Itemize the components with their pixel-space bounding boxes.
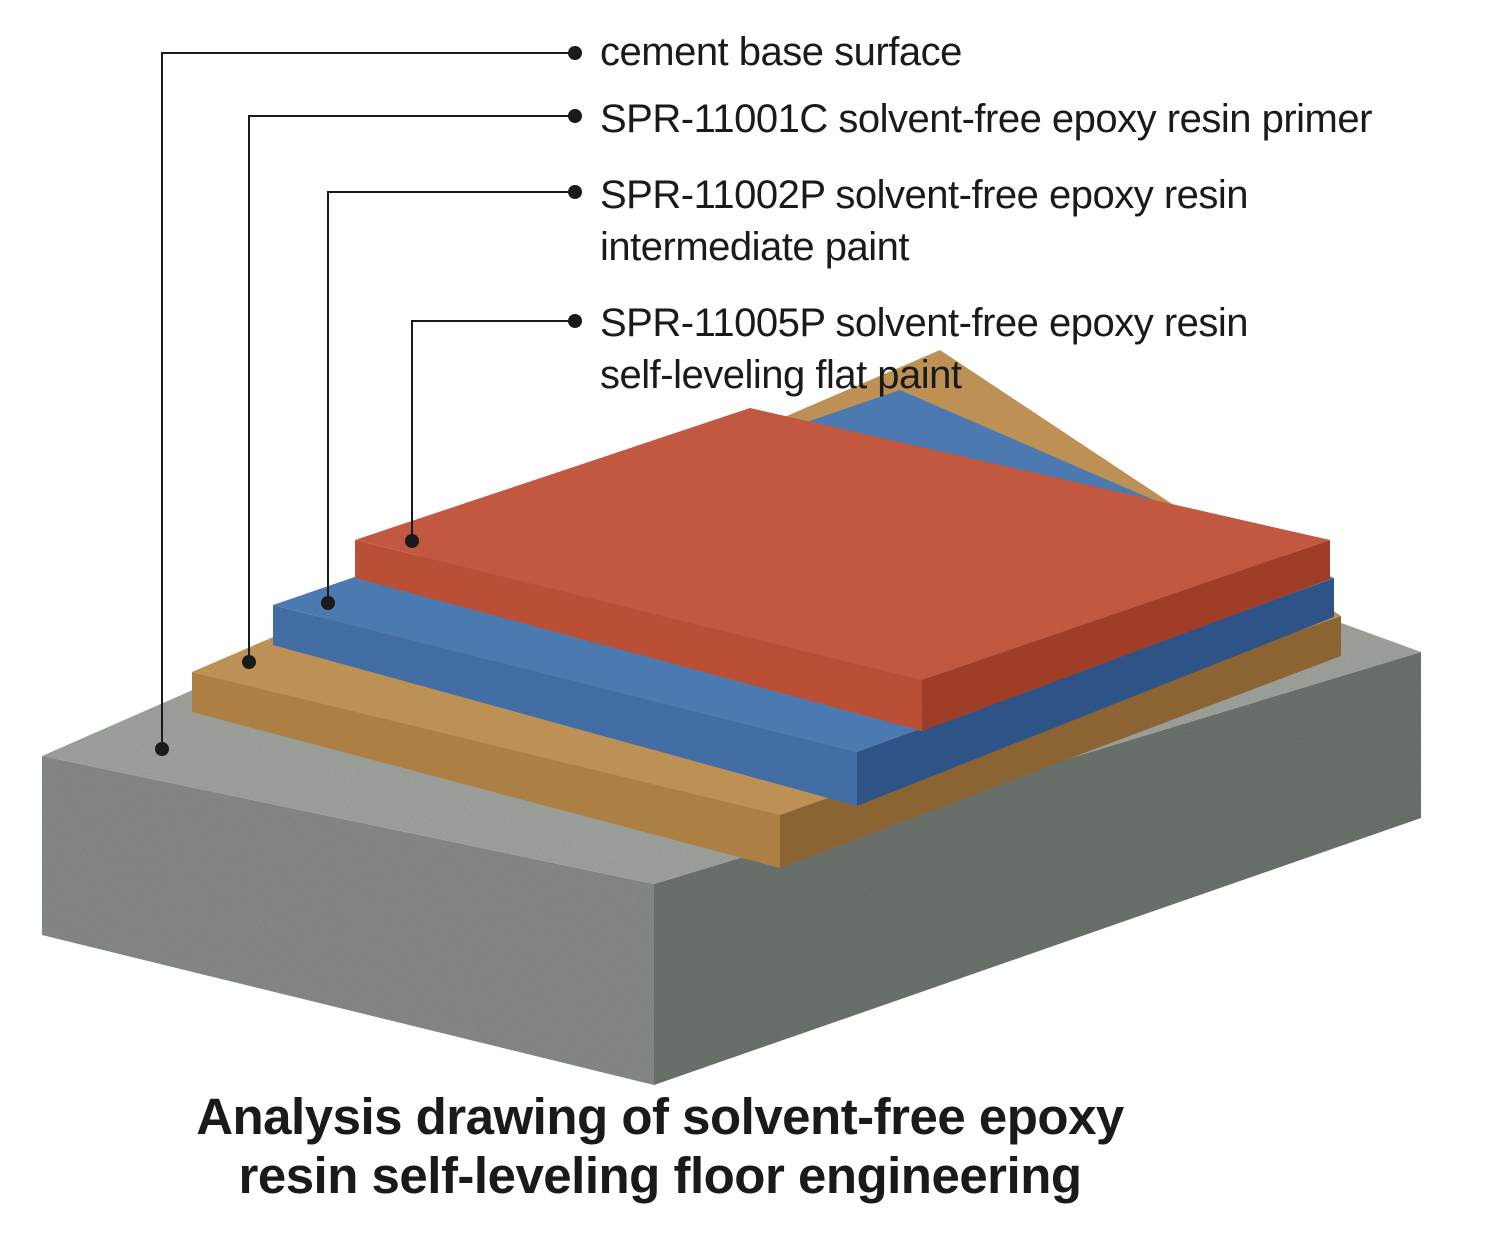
label-intermediate-line2: intermediate paint	[600, 225, 909, 269]
cement-right-face	[654, 652, 1421, 1085]
leader-line-cement	[161, 52, 575, 749]
dot-primer-start	[242, 655, 256, 669]
dot-intermediate-start	[321, 596, 335, 610]
self-leveling-layer	[355, 408, 1330, 731]
primer-right-face	[780, 616, 1341, 868]
leader-line-self-leveling	[411, 320, 575, 541]
dot-intermediate-end	[568, 185, 582, 199]
dot-cement-start	[155, 742, 169, 756]
primer-front-face	[192, 672, 780, 868]
leader-dots	[155, 46, 582, 756]
self-leveling-top-face	[355, 408, 1330, 680]
label-cement-base: cement base surface	[600, 26, 962, 78]
caption-line1: Analysis drawing of solvent-free epoxy	[196, 1088, 1124, 1145]
caption-line2: resin self-leveling floor engineering	[238, 1147, 1082, 1204]
label-cement-base-line1: cement base surface	[600, 30, 962, 74]
self-leveling-front-face	[355, 540, 922, 731]
intermediate-right-face	[857, 578, 1334, 806]
diagram-caption: Analysis drawing of solvent-free epoxy r…	[0, 1087, 1320, 1205]
dot-primer-end	[568, 109, 582, 123]
label-intermediate: SPR-11002P solvent-free epoxy resin inte…	[600, 169, 1249, 273]
self-leveling-right-face	[922, 540, 1330, 731]
dot-self-leveling-end	[568, 314, 582, 328]
cement-front-face	[42, 756, 654, 1085]
label-primer-line1: SPR-11001C solvent-free epoxy resin prim…	[600, 97, 1372, 141]
dot-self-leveling-start	[405, 534, 419, 548]
intermediate-front-face	[273, 605, 857, 806]
leader-line-primer	[248, 115, 575, 662]
label-self-leveling-line1: SPR-11005P solvent-free epoxy resin	[600, 301, 1249, 345]
label-self-leveling: SPR-11005P solvent-free epoxy resin self…	[600, 297, 1249, 401]
label-primer: SPR-11001C solvent-free epoxy resin prim…	[600, 93, 1372, 145]
leader-line-intermediate	[327, 191, 575, 603]
dot-cement-end	[568, 46, 582, 60]
label-intermediate-line1: SPR-11002P solvent-free epoxy resin	[600, 173, 1249, 217]
leader-lines	[161, 52, 575, 749]
label-self-leveling-line2: self-leveling flat paint	[600, 353, 962, 397]
